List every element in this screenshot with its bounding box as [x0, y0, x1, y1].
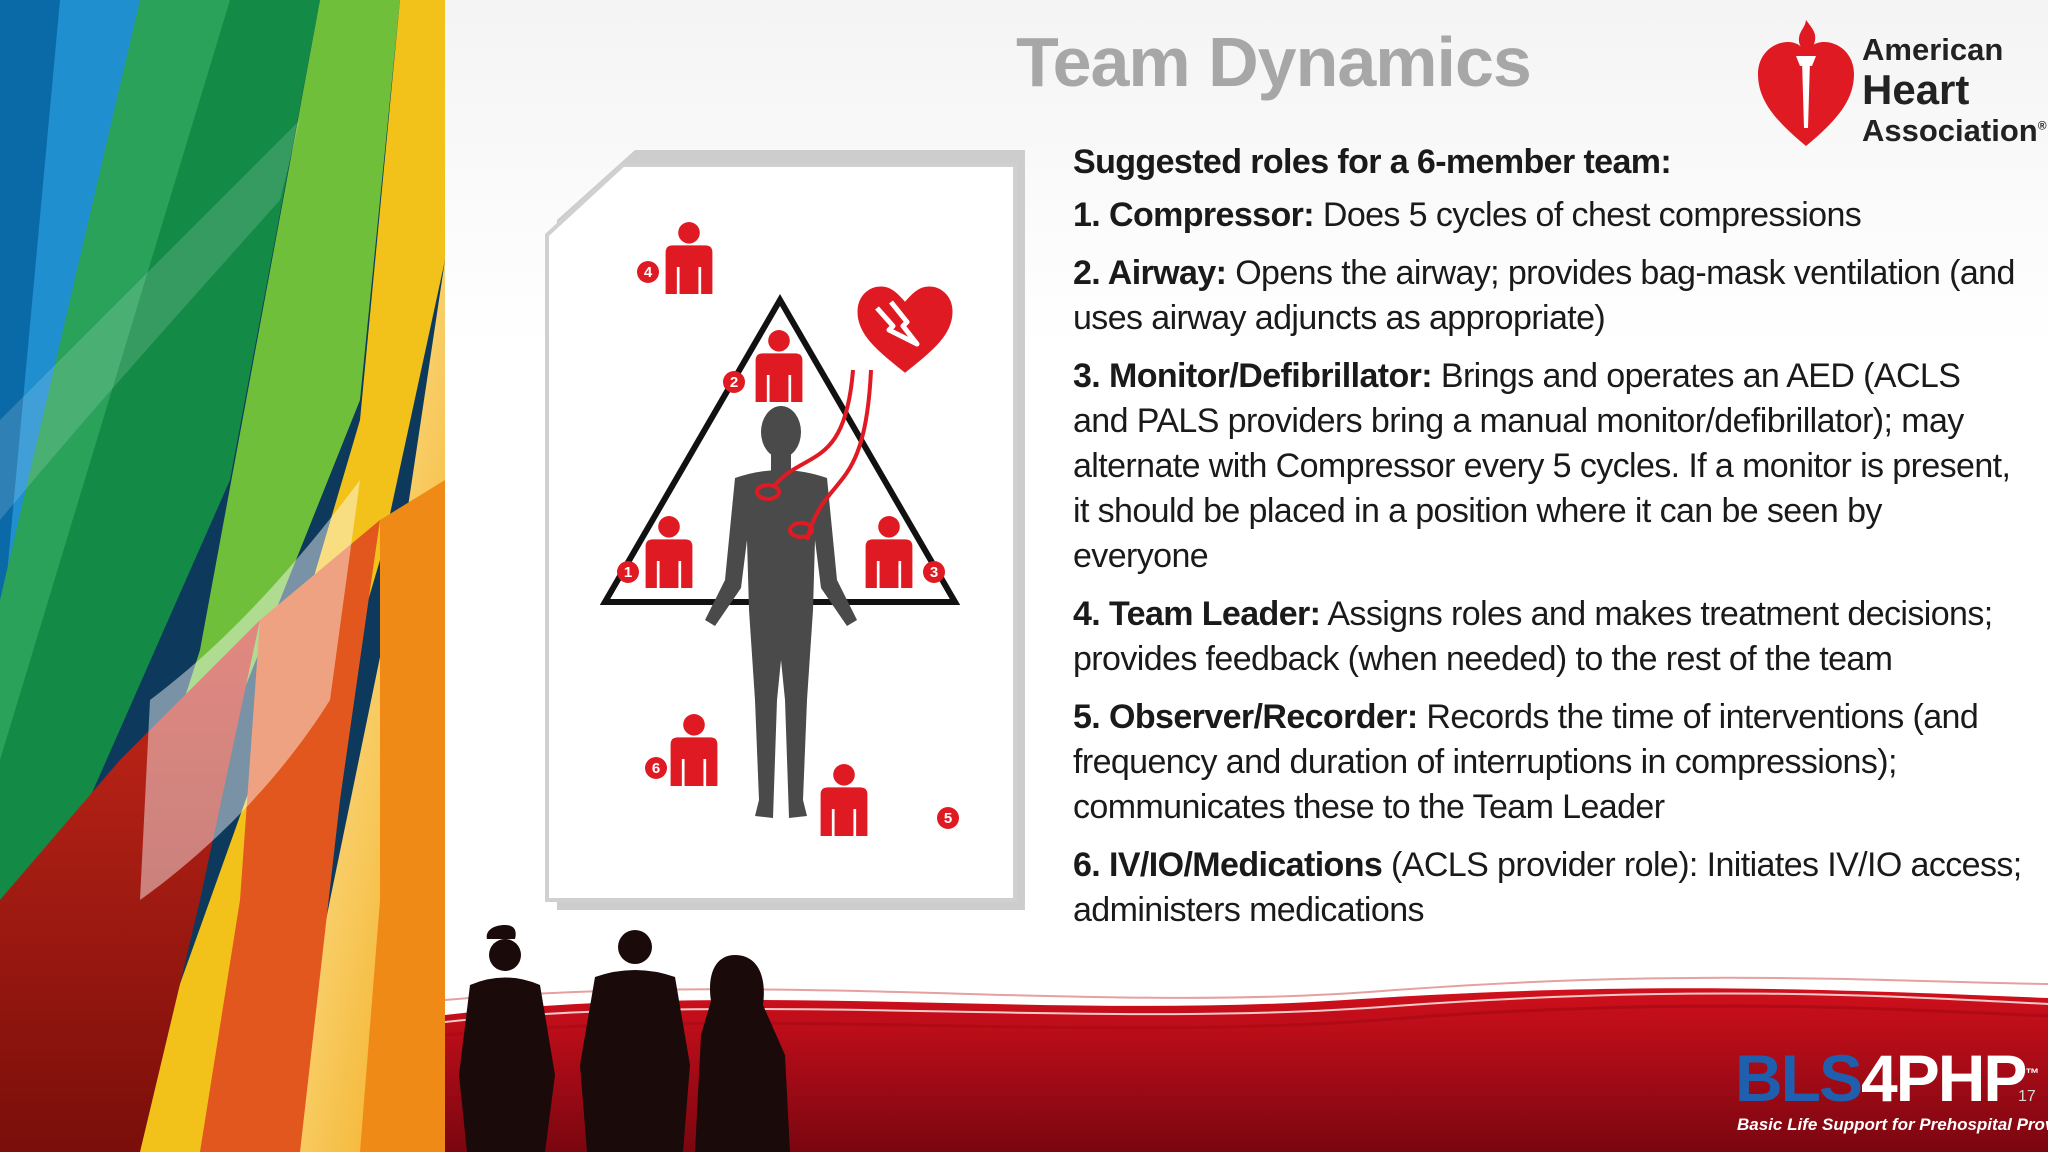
marker-4-label: 4: [644, 264, 653, 281]
php-text: 4PHP: [1861, 1041, 2027, 1115]
patient-silhouette: [705, 406, 857, 818]
marker-2-label: 2: [730, 374, 738, 391]
role-label: 1. Compressor:: [1073, 196, 1315, 234]
marker-3-label: 3: [930, 564, 938, 581]
roles-heading: Suggested roles for a 6-member team:: [1073, 143, 1672, 181]
role-label: 5. Observer/Recorder:: [1073, 698, 1418, 736]
role-label: 2. Airway:: [1073, 254, 1227, 292]
marker-6-label: 6: [652, 760, 660, 777]
slide-page-number: 17: [2018, 1088, 2036, 1105]
role-label: 3. Monitor/Defibrillator:: [1073, 357, 1433, 395]
role-description: Records the time of interventions (and f…: [1073, 698, 1979, 826]
marker-5: 5: [937, 807, 959, 829]
role-compressor: 1. Compressor: Does 5 cycles of chest co…: [1073, 193, 2023, 238]
aed-heart-icon: [852, 281, 958, 380]
role-monitor-defibrillator: 3. Monitor/Defibrillator: Brings and ope…: [1073, 354, 2023, 579]
bls4php-logo: BLS4PHP™ Basic Life Support for Prehospi…: [1735, 1045, 2048, 1145]
rescuer-silhouettes: [459, 925, 790, 1152]
aed-pad-upper: [755, 483, 781, 501]
team-diagram: 4 2 1 3 6 5: [545, 150, 1025, 910]
aha-logo: American Heart Association®: [1756, 16, 2047, 156]
role-description: (ACLS provider role): Initiates IV/IO ac…: [1073, 846, 2022, 929]
aed-pad-lower: [788, 521, 814, 539]
role-label: 4. Team Leader:: [1073, 595, 1321, 633]
marker-1-label: 1: [624, 564, 632, 581]
decorative-rainbow-art: [0, 0, 445, 1152]
role-description: Brings and operates an AED (ACLS and PAL…: [1073, 357, 2011, 575]
role-description: Does 5 cycles of chest compressions: [1314, 196, 1862, 234]
marker-1: 1: [617, 561, 639, 583]
aha-line-american: American: [1862, 32, 2004, 67]
roles-text-block: Suggested roles for a 6-member team: 1. …: [1073, 140, 2023, 946]
aha-wordmark: American Heart Association®: [1862, 34, 2047, 146]
role-airway: 2. Airway: Opens the airway; provides ba…: [1073, 251, 2023, 341]
role-description: Opens the airway; provides bag-mask vent…: [1073, 254, 2015, 337]
role-team-leader: 4. Team Leader: Assigns roles and makes …: [1073, 592, 2023, 682]
marker-3: 3: [923, 561, 945, 583]
role-observer-recorder: 5. Observer/Recorder: Records the time o…: [1073, 695, 2023, 830]
marker-2: 2: [723, 371, 745, 393]
role-label: 6. IV/IO/Medications: [1073, 846, 1383, 884]
aha-association-text: Association: [1862, 113, 2038, 148]
trademark-mark: ™: [2025, 1065, 2039, 1081]
marker-4: 4: [637, 261, 659, 283]
aed-wires: [773, 369, 873, 541]
bls4php-subtitle: Basic Life Support for Prehospital Provi…: [1737, 1115, 2048, 1134]
aha-registered-mark: ®: [2037, 118, 2047, 133]
role-description: Assigns roles and makes treatment decisi…: [1073, 595, 1993, 678]
role-iv-io-medications: 6. IV/IO/Medications (ACLS provider role…: [1073, 843, 2023, 933]
marker-6: 6: [645, 757, 667, 779]
slide-title: Team Dynamics: [1016, 23, 1532, 101]
aha-line-heart: Heart: [1862, 66, 1970, 113]
bls4php-wordmark: BLS4PHP™: [1735, 1045, 2039, 1111]
marker-5-label: 5: [944, 810, 952, 827]
bls-text: BLS: [1735, 1041, 1863, 1115]
aha-line-association: Association®: [1862, 115, 2047, 146]
aha-heart-torch-icon: [1758, 20, 1854, 146]
